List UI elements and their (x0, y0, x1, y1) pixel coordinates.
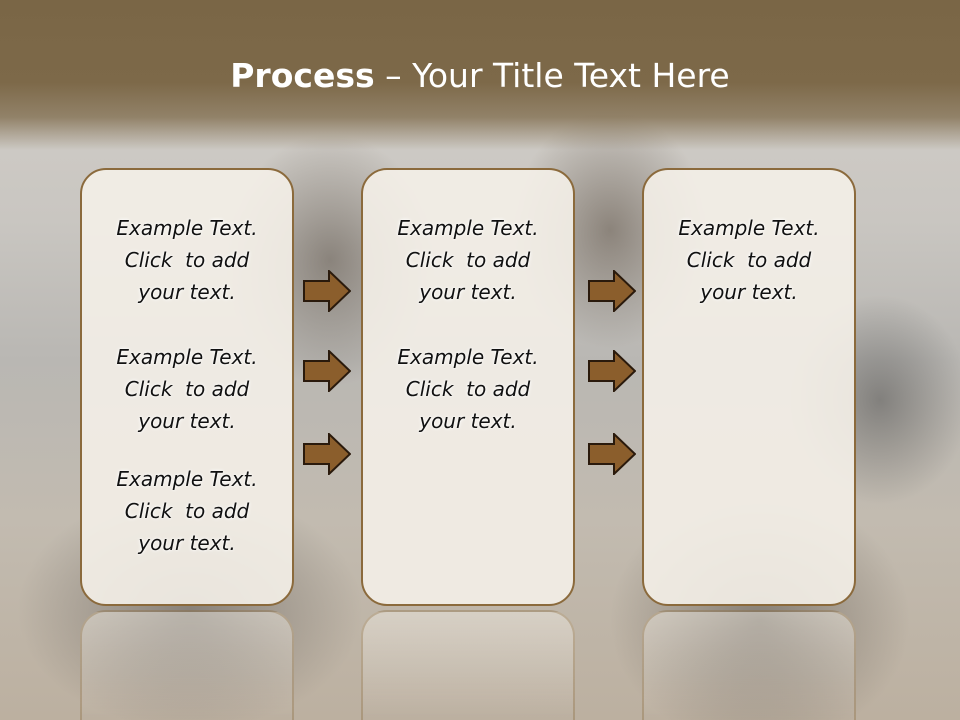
right-arrow-icon[interactable] (303, 350, 351, 392)
text-line: your text. (419, 280, 517, 304)
slide-title[interactable]: Process – Your Title Text Here (0, 54, 960, 98)
process-box-2[interactable]: Example Text. Click to add your text. Ex… (361, 168, 575, 606)
text-line: Example Text. (397, 216, 539, 240)
text-line: Example Text. (678, 216, 820, 240)
text-item[interactable]: Example Text. Click to add your text. (363, 341, 573, 437)
text-item[interactable]: Example Text. Click to add your text. (644, 212, 854, 308)
box-reflection (642, 610, 856, 720)
box-reflection (80, 610, 294, 720)
title-bar (0, 0, 960, 150)
right-arrow-icon[interactable] (303, 270, 351, 312)
text-item[interactable]: Example Text. Click to add your text. (82, 341, 292, 437)
process-box-3[interactable]: Example Text. Click to add your text. (642, 168, 856, 606)
text-line: Example Text. (397, 345, 539, 369)
text-line: your text. (138, 531, 236, 555)
text-line: your text. (700, 280, 798, 304)
box-reflection (361, 610, 575, 720)
text-line: Click to add (405, 248, 531, 272)
text-line: Click to add (686, 248, 812, 272)
text-item[interactable]: Example Text. Click to add your text. (82, 212, 292, 308)
right-arrow-icon[interactable] (588, 350, 636, 392)
text-line: your text. (419, 409, 517, 433)
text-line: Click to add (405, 377, 531, 401)
right-arrow-icon[interactable] (588, 270, 636, 312)
right-arrow-icon[interactable] (588, 433, 636, 475)
text-line: Example Text. (116, 467, 258, 491)
title-rest: – Your Title Text Here (374, 56, 730, 95)
text-line: your text. (138, 409, 236, 433)
text-item[interactable]: Example Text. Click to add your text. (82, 463, 292, 559)
text-line: Click to add (124, 499, 250, 523)
title-strong: Process (230, 56, 375, 95)
text-line: Example Text. (116, 216, 258, 240)
text-line: Example Text. (116, 345, 258, 369)
text-item[interactable]: Example Text. Click to add your text. (363, 212, 573, 308)
process-box-1[interactable]: Example Text. Click to add your text. Ex… (80, 168, 294, 606)
right-arrow-icon[interactable] (303, 433, 351, 475)
text-line: Click to add (124, 377, 250, 401)
text-line: your text. (138, 280, 236, 304)
text-line: Click to add (124, 248, 250, 272)
